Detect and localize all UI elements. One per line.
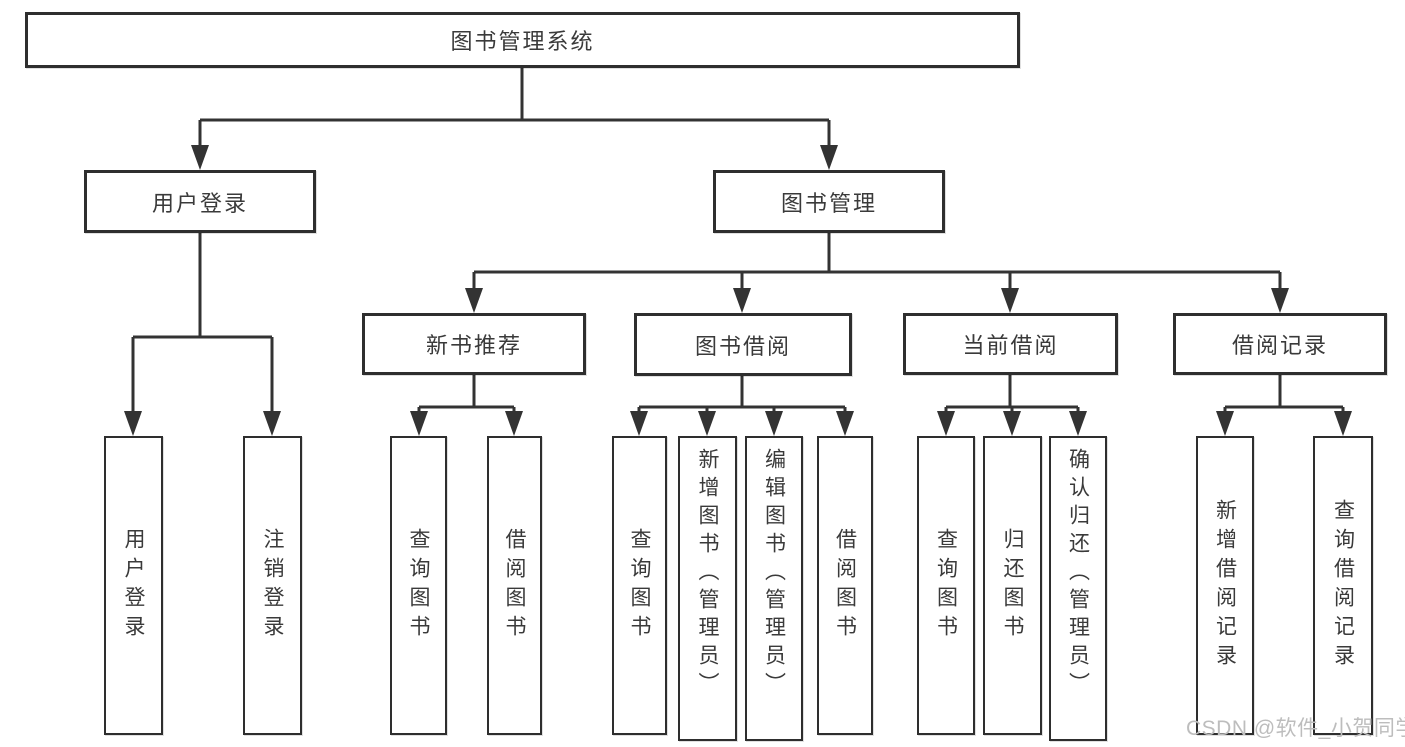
leaf-logout: 注销登录	[243, 436, 302, 735]
leaf-bb-query-book: 查询图书	[612, 436, 667, 735]
node-borrow-records: 借阅记录	[1173, 313, 1387, 375]
leaf-br-add-record-label: 新增借阅记录	[1213, 498, 1237, 673]
leaf-logout-label: 注销登录	[261, 527, 284, 644]
csdn-watermark: CSDN @软件_小贺同学	[1186, 717, 1405, 740]
leaf-cb-query-book-label: 查询图书	[934, 527, 958, 644]
leaf-cb-return-book-label: 归还图书	[1001, 527, 1024, 644]
leaf-bb-add-book-admin-label: 新增图书（管理员）	[696, 448, 719, 700]
leaf-br-query-record: 查询借阅记录	[1313, 436, 1373, 735]
node-book-management: 图书管理	[713, 170, 945, 233]
leaf-cb-return-book: 归还图书	[983, 436, 1042, 735]
leaf-br-query-record-label: 查询借阅记录	[1331, 498, 1355, 673]
leaf-nbr-borrow-book: 借阅图书	[487, 436, 542, 735]
leaf-cb-query-book: 查询图书	[917, 436, 975, 735]
leaf-br-add-record: 新增借阅记录	[1196, 436, 1254, 735]
leaf-bb-edit-book-admin: 编辑图书（管理员）	[745, 436, 803, 741]
leaf-nbr-query-book-label: 查询图书	[407, 527, 430, 644]
leaf-nbr-query-book: 查询图书	[390, 436, 447, 735]
leaf-bb-add-book-admin: 新增图书（管理员）	[678, 436, 737, 741]
leaf-cb-confirm-return-admin: 确认归还（管理员）	[1049, 436, 1107, 741]
leaf-cb-confirm-return-admin-label: 确认归还（管理员）	[1066, 448, 1090, 700]
leaf-nbr-borrow-book-label: 借阅图书	[503, 527, 526, 644]
leaf-user-login: 用户登录	[104, 436, 163, 735]
leaf-bb-edit-book-admin-label: 编辑图书（管理员）	[762, 448, 786, 700]
node-library-system: 图书管理系统	[25, 12, 1020, 68]
arrowheads	[124, 145, 1352, 436]
leaf-bb-query-book-label: 查询图书	[628, 527, 651, 644]
leaf-user-login-label: 用户登录	[122, 527, 145, 644]
leaf-bb-borrow-book-label: 借阅图书	[833, 527, 857, 644]
node-user-login: 用户登录	[84, 170, 316, 233]
node-new-book-recommend: 新书推荐	[362, 313, 586, 375]
leaf-bb-borrow-book: 借阅图书	[817, 436, 873, 735]
node-book-borrow: 图书借阅	[634, 313, 852, 376]
node-current-borrow: 当前借阅	[903, 313, 1118, 375]
